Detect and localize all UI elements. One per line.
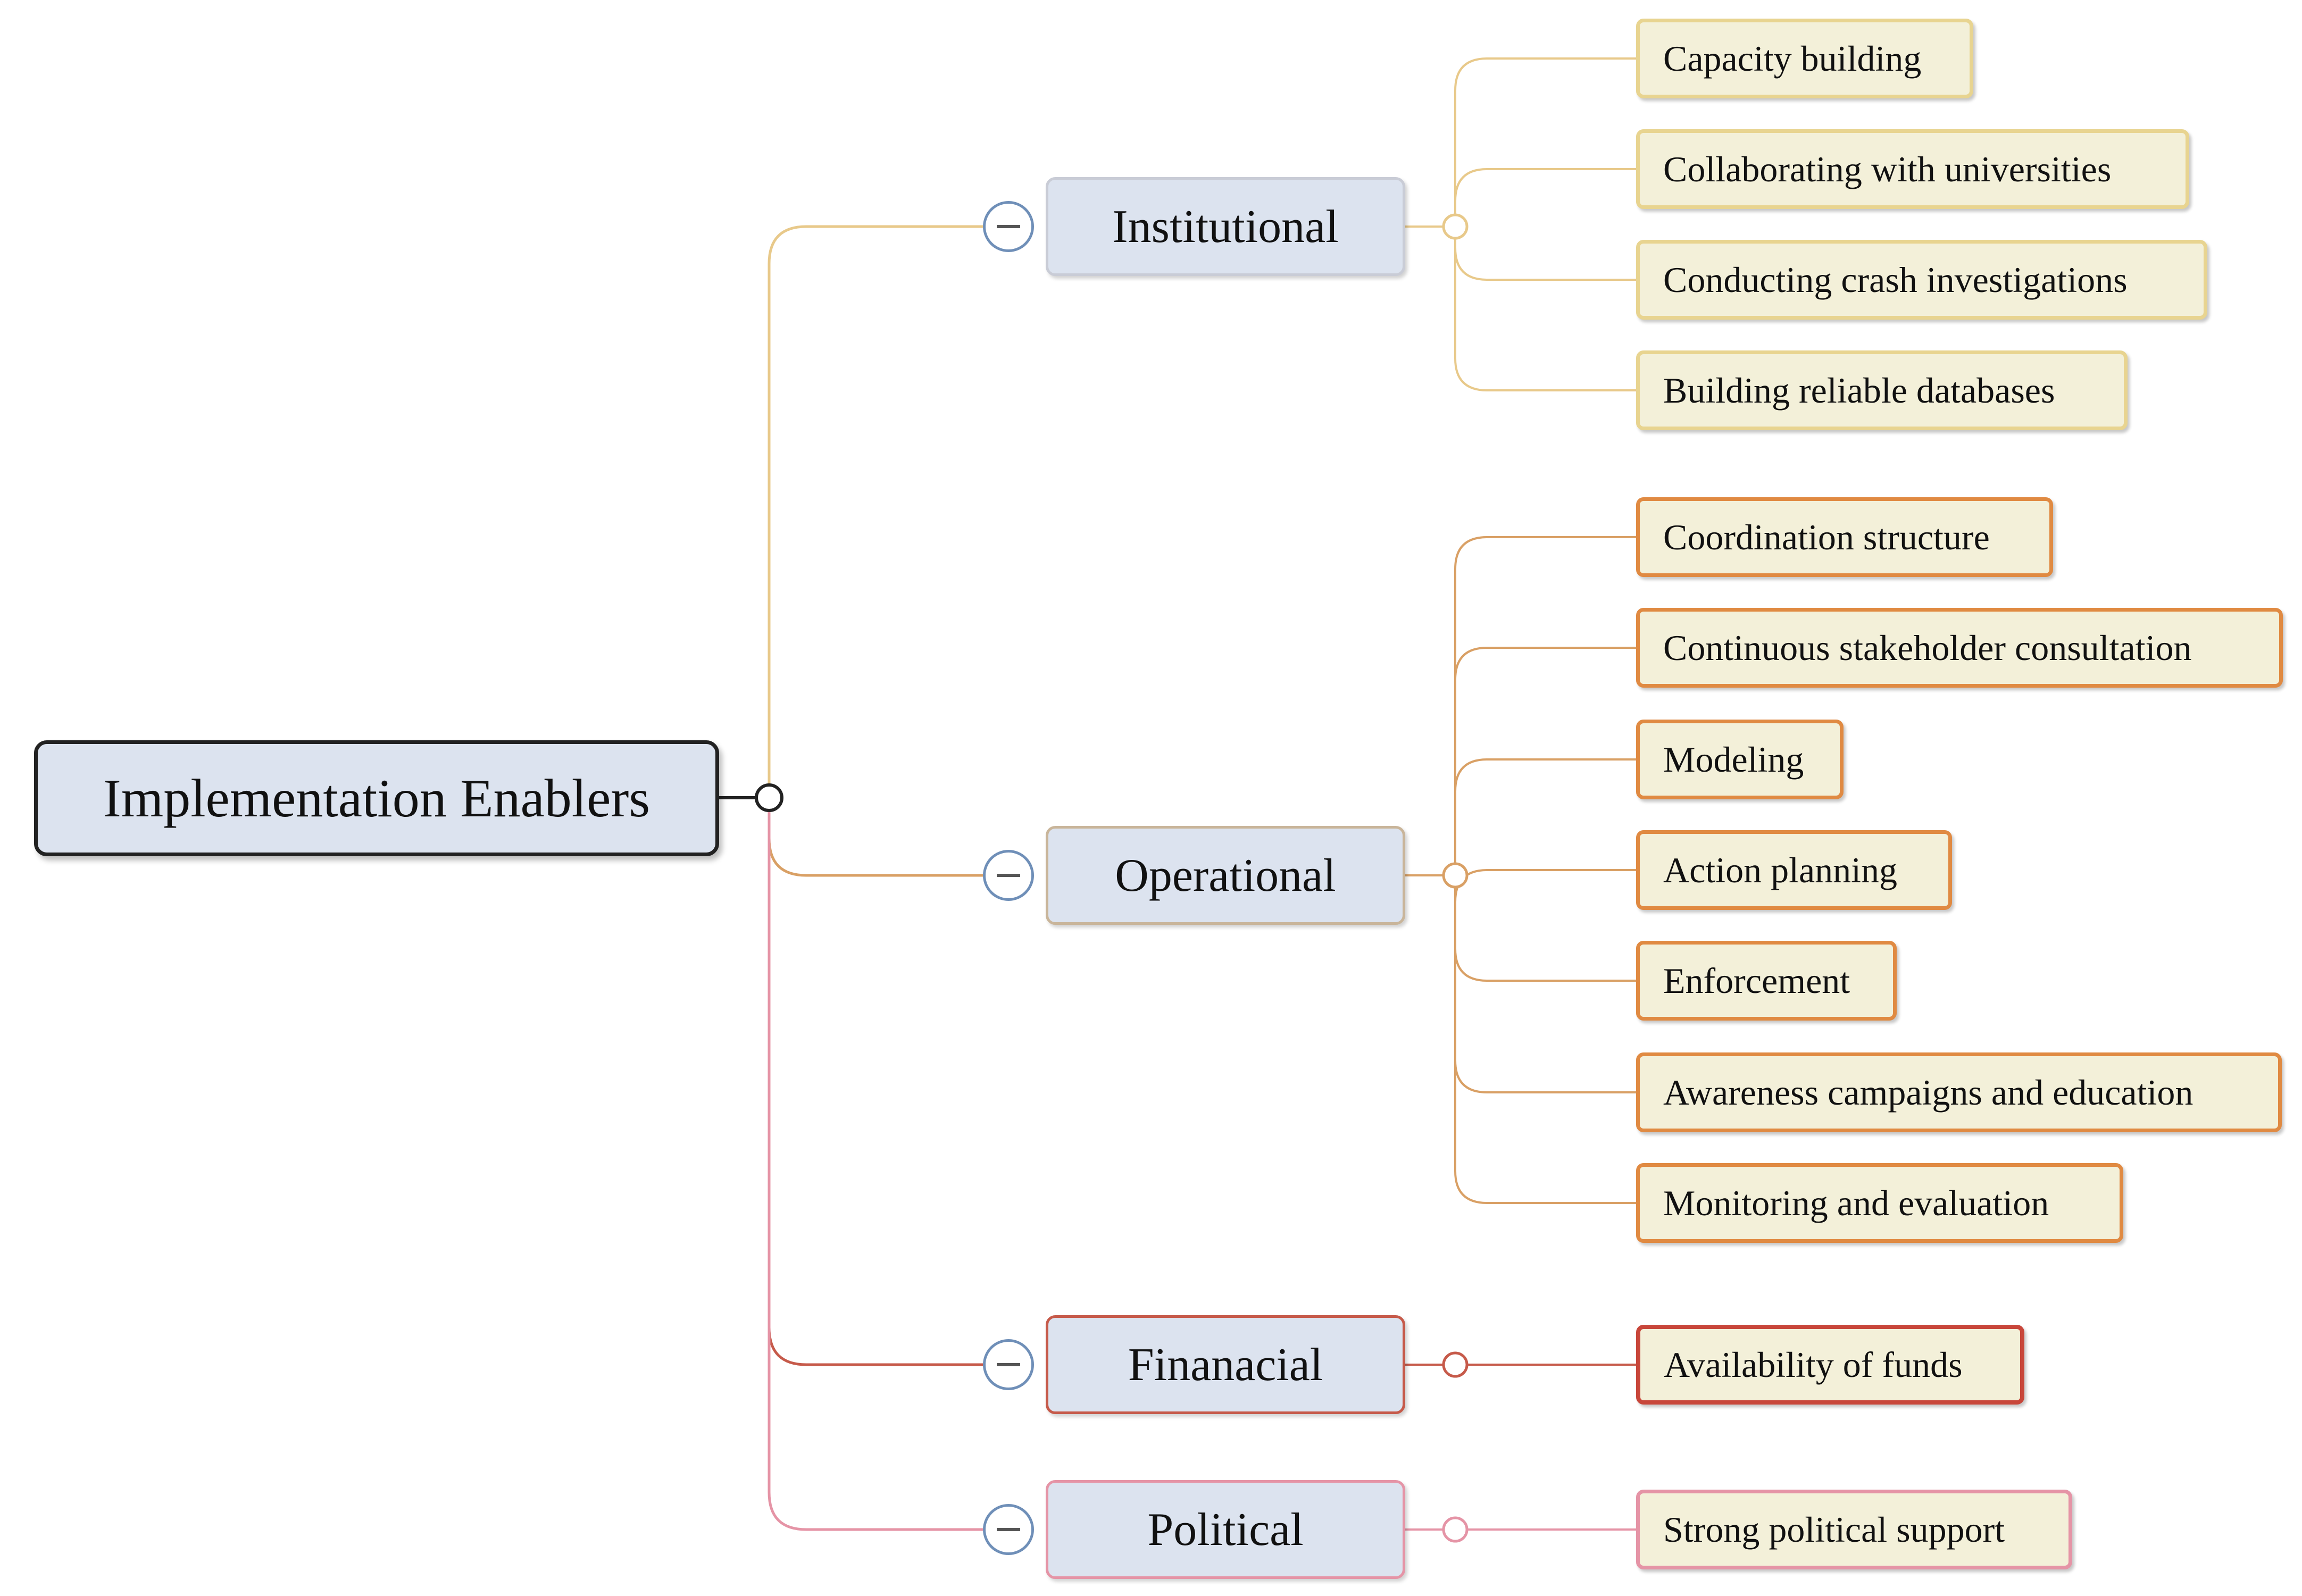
leaf-label: Strong political support bbox=[1663, 1509, 2005, 1550]
minus-icon bbox=[997, 225, 1020, 228]
category-financial[interactable]: Finanacial bbox=[1046, 1315, 1405, 1414]
minus-icon bbox=[997, 1363, 1020, 1366]
collapse-financial-button[interactable] bbox=[983, 1339, 1034, 1390]
leaf-continuous-stakeholder-consultation[interactable]: Continuous stakeholder consultation bbox=[1636, 608, 2283, 688]
leaf-strong-political-support[interactable]: Strong political support bbox=[1636, 1490, 2072, 1569]
leaf-label: Conducting crash investigations bbox=[1663, 259, 2128, 300]
leaf-enforcement[interactable]: Enforcement bbox=[1636, 941, 1897, 1021]
leaf-label: Continuous stakeholder consultation bbox=[1663, 627, 2192, 668]
leaf-label: Enforcement bbox=[1663, 960, 1850, 1001]
minus-icon bbox=[997, 874, 1020, 877]
leaf-building-reliable-databases[interactable]: Building reliable databases bbox=[1636, 350, 2128, 430]
category-label: Institutional bbox=[1112, 200, 1339, 253]
junction-circle bbox=[1442, 862, 1469, 889]
leaf-connector bbox=[1454, 647, 1636, 875]
leaf-conducting-crash-investigations[interactable]: Conducting crash investigations bbox=[1636, 240, 2207, 320]
leaf-label: Awareness campaigns and education bbox=[1663, 1072, 2193, 1113]
collapse-operational-button[interactable] bbox=[983, 850, 1034, 901]
collapse-institutional-button[interactable] bbox=[983, 201, 1034, 252]
branch-line bbox=[768, 798, 983, 877]
leaf-awareness-campaigns-and-education[interactable]: Awareness campaigns and education bbox=[1636, 1052, 2282, 1132]
leaf-label: Monitoring and evaluation bbox=[1663, 1182, 2049, 1223]
category-label: Operational bbox=[1115, 849, 1336, 901]
leaf-connector bbox=[1454, 227, 1636, 281]
leaf-connector bbox=[1454, 758, 1636, 875]
leaf-connector bbox=[1454, 875, 1636, 1204]
category-political[interactable]: Political bbox=[1046, 1480, 1405, 1579]
junction-circle bbox=[1442, 1516, 1469, 1543]
leaf-label: Building reliable databases bbox=[1663, 370, 2055, 411]
collapse-political-button[interactable] bbox=[983, 1504, 1034, 1555]
leaf-label: Coordination structure bbox=[1663, 516, 1990, 557]
leaf-label: Availability of funds bbox=[1664, 1344, 1963, 1385]
category-operational[interactable]: Operational bbox=[1046, 826, 1405, 925]
leaf-label: Capacity building bbox=[1663, 38, 1922, 79]
leaf-connector bbox=[1454, 875, 1636, 1093]
leaf-connector bbox=[1454, 227, 1636, 391]
root-label: Implementation Enablers bbox=[103, 768, 650, 829]
minus-icon bbox=[997, 1528, 1020, 1531]
leaf-availability-of-funds[interactable]: Availability of funds bbox=[1636, 1325, 2024, 1405]
leaf-connector bbox=[1454, 869, 1636, 903]
branch-line bbox=[768, 798, 983, 1531]
category-label: Political bbox=[1147, 1503, 1304, 1556]
leaf-monitoring-and-evaluation[interactable]: Monitoring and evaluation bbox=[1636, 1163, 2123, 1243]
leaf-action-planning[interactable]: Action planning bbox=[1636, 830, 1952, 910]
category-label: Finanacial bbox=[1128, 1339, 1323, 1391]
category-institutional[interactable]: Institutional bbox=[1046, 177, 1405, 276]
leaf-modeling[interactable]: Modeling bbox=[1636, 720, 1844, 799]
leaf-connector bbox=[1454, 875, 1636, 982]
branch-line bbox=[768, 225, 983, 798]
leaf-connector bbox=[1454, 168, 1636, 227]
junction-circle bbox=[1442, 1351, 1469, 1378]
leaf-label: Collaborating with universities bbox=[1663, 148, 2112, 189]
root-node[interactable]: Implementation Enablers bbox=[34, 740, 719, 856]
leaf-connector bbox=[1454, 57, 1636, 227]
leaf-coordination-structure[interactable]: Coordination structure bbox=[1636, 497, 2053, 577]
leaf-collaborating-with-universities[interactable]: Collaborating with universities bbox=[1636, 129, 2189, 209]
root-junction-circle bbox=[755, 783, 783, 812]
leaf-label: Action planning bbox=[1663, 849, 1898, 890]
branch-line bbox=[768, 798, 983, 1366]
leaf-connector bbox=[1454, 536, 1636, 875]
junction-circle bbox=[1442, 213, 1469, 240]
leaf-capacity-building[interactable]: Capacity building bbox=[1636, 19, 1973, 98]
leaf-label: Modeling bbox=[1663, 739, 1804, 780]
